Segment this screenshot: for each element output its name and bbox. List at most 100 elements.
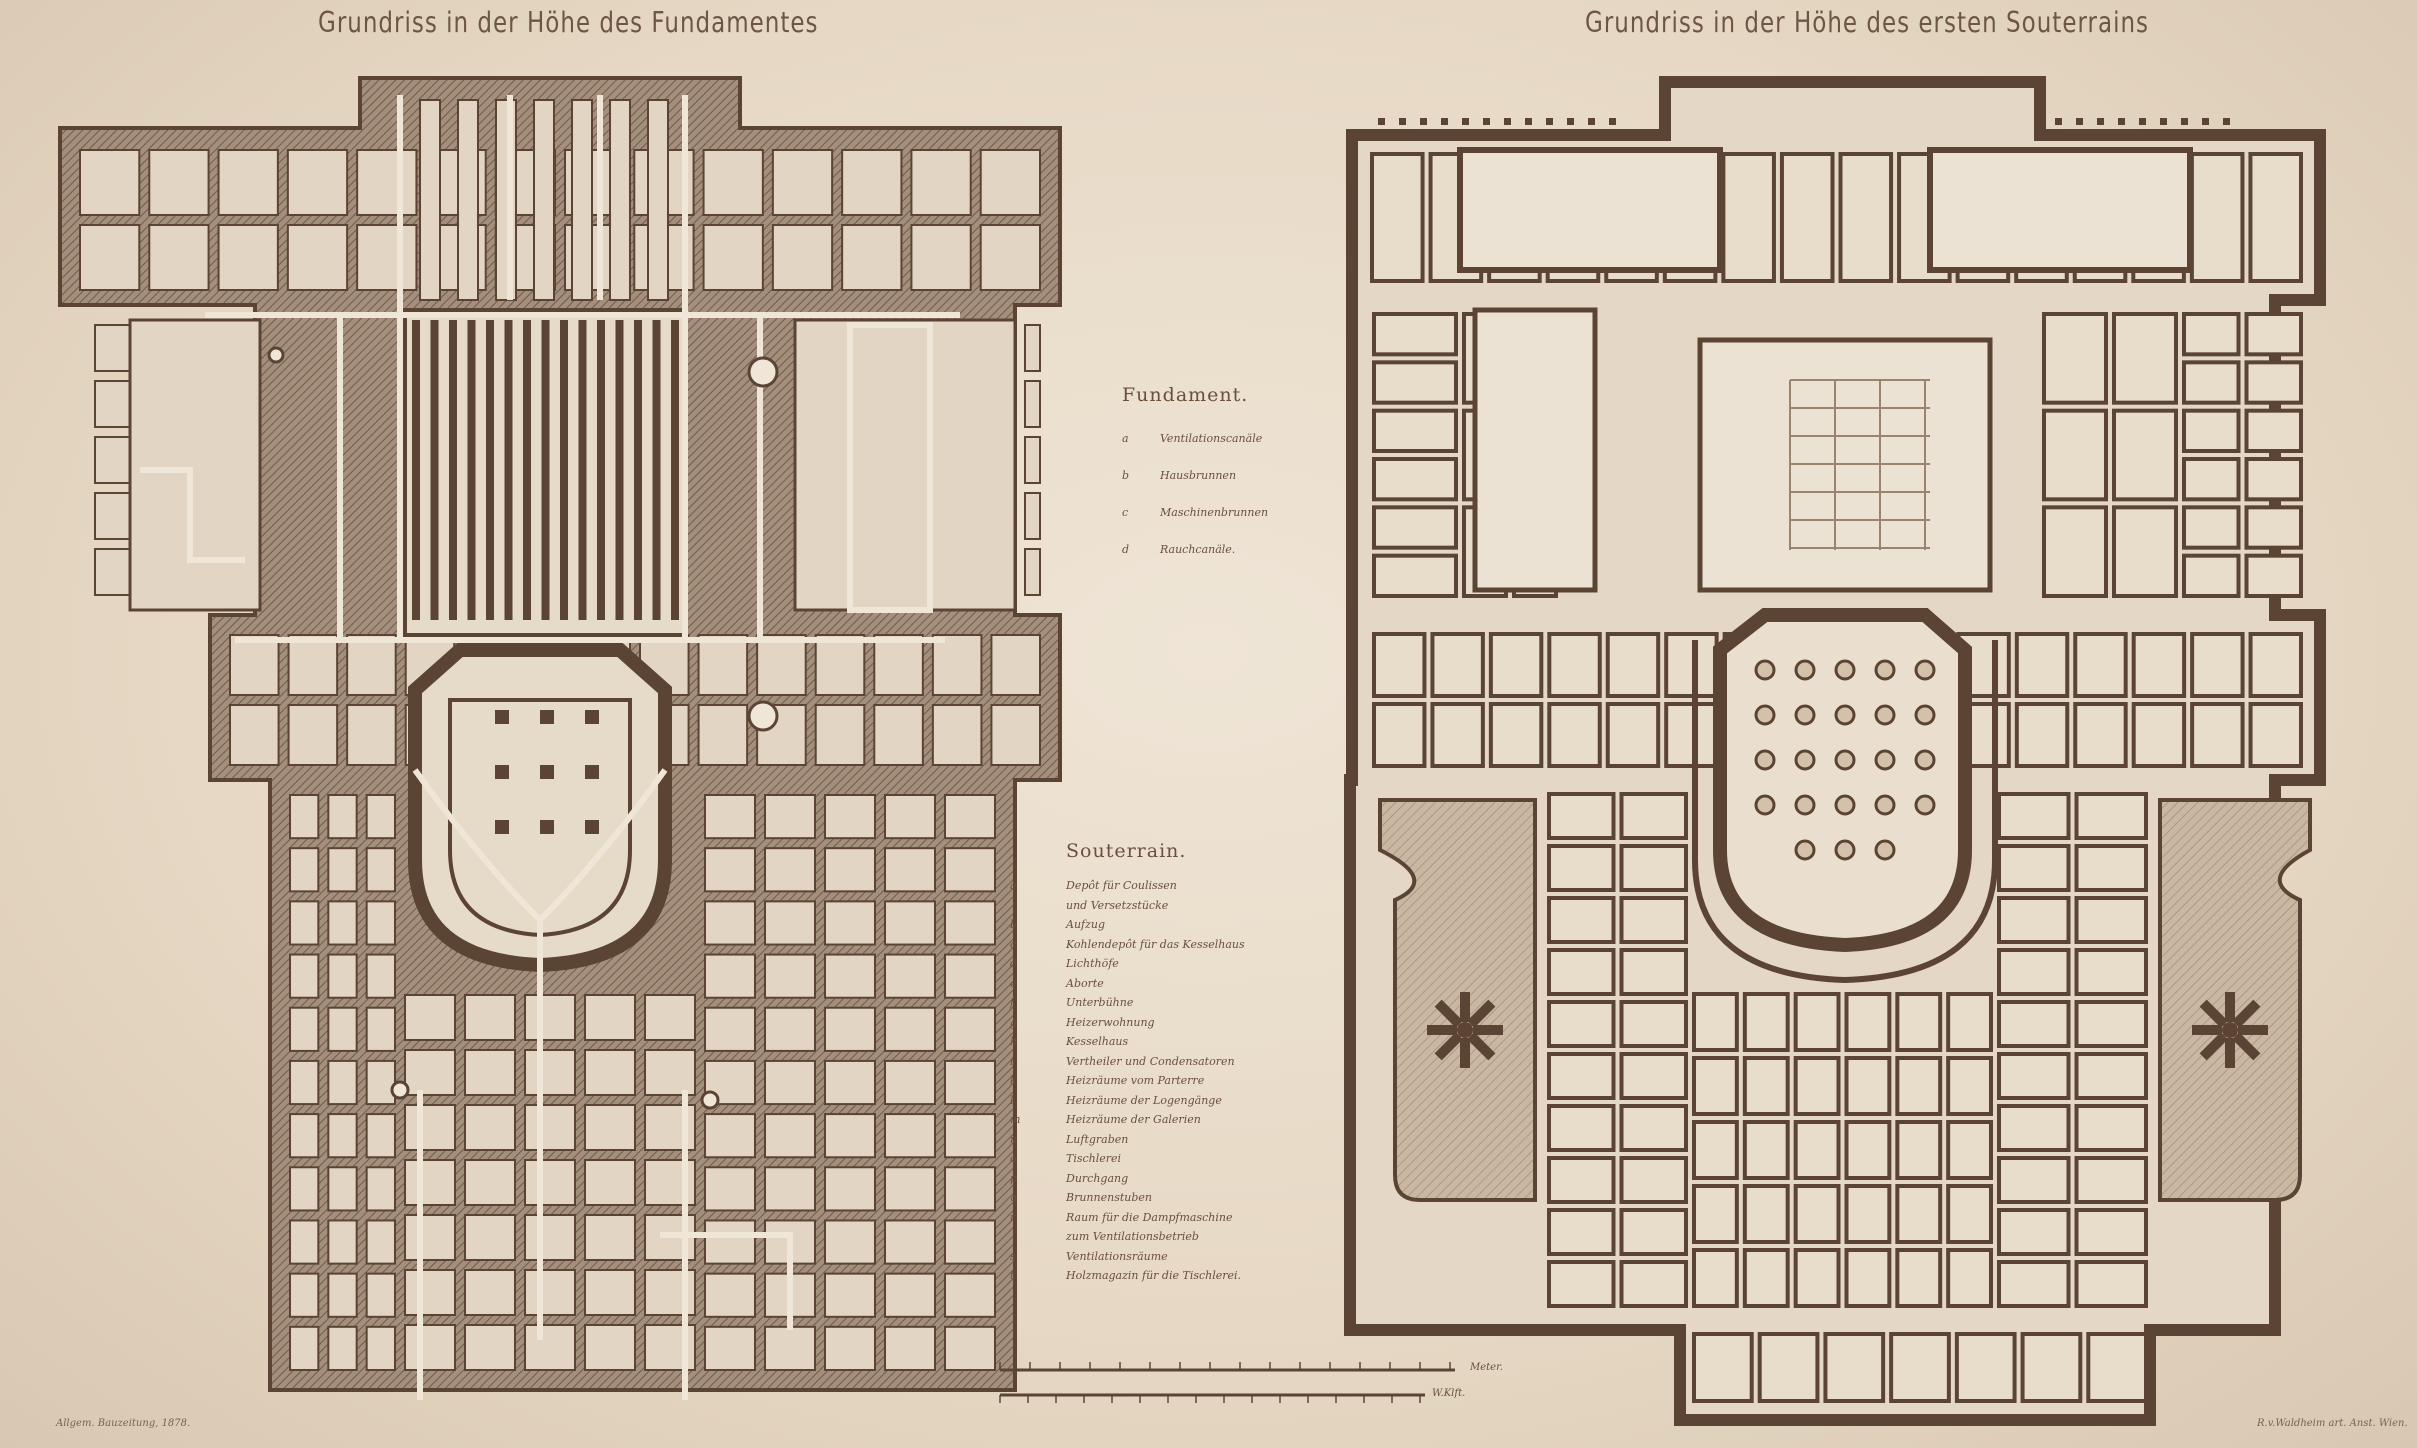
room xyxy=(365,953,396,999)
room xyxy=(2244,312,2303,357)
room xyxy=(2074,1156,2148,1204)
stage-pier xyxy=(597,320,605,620)
room xyxy=(584,1214,636,1261)
room xyxy=(2244,457,2303,502)
pier xyxy=(495,820,509,834)
room xyxy=(824,1166,876,1212)
pier xyxy=(540,710,554,724)
legend-fundament-item-text: Maschinenbrunnen xyxy=(1160,506,1269,519)
room xyxy=(229,634,280,696)
room xyxy=(404,1049,456,1096)
fence-post xyxy=(1609,118,1616,125)
room xyxy=(1664,632,1719,698)
room xyxy=(2112,312,2178,405)
room xyxy=(2182,408,2241,453)
wells xyxy=(267,346,779,1110)
room xyxy=(884,900,936,946)
room xyxy=(1793,1056,1841,1116)
room xyxy=(1547,1052,1616,1100)
stage-pier xyxy=(634,320,642,620)
room xyxy=(702,149,764,216)
room xyxy=(1946,992,1993,1052)
fence-post xyxy=(2055,118,2062,125)
room xyxy=(2042,312,2108,405)
room xyxy=(584,1104,636,1151)
room xyxy=(1844,1248,1892,1308)
column-base xyxy=(1834,704,1856,726)
stage-pier xyxy=(504,320,513,620)
room xyxy=(1488,702,1544,768)
room xyxy=(2074,948,2148,996)
legend-fundament-item-key: a xyxy=(1122,432,1129,445)
legend-souterrain-item: und Versetzstücke xyxy=(1010,896,1245,916)
room xyxy=(1844,1056,1892,1116)
room xyxy=(365,847,396,893)
room xyxy=(1692,1056,1739,1116)
room xyxy=(289,953,320,999)
room xyxy=(2182,505,2241,550)
room xyxy=(1997,896,2071,944)
room xyxy=(644,1049,696,1096)
legend-souterrain-item-text: Lichthöfe xyxy=(1066,957,1119,970)
room xyxy=(217,149,279,216)
column-base xyxy=(1794,704,1816,726)
room xyxy=(704,900,756,946)
room xyxy=(704,1113,756,1159)
column-base xyxy=(1874,659,1896,681)
room xyxy=(910,224,972,291)
room xyxy=(464,994,516,1041)
room xyxy=(2020,1332,2083,1403)
room xyxy=(1946,1248,1993,1308)
room xyxy=(814,704,866,766)
column-base xyxy=(1834,839,1856,861)
room xyxy=(1430,632,1485,698)
room xyxy=(524,1049,576,1096)
room xyxy=(79,224,141,291)
room xyxy=(289,847,320,893)
room xyxy=(404,1159,456,1206)
legend-souterrain-item-text: Kohlendepôt für das Kesselhaus xyxy=(1066,937,1245,951)
well-chamber-arm xyxy=(2199,1032,2228,1061)
room xyxy=(1895,1248,1943,1308)
room xyxy=(1997,948,2071,996)
room xyxy=(1619,792,1688,840)
well-chamber-arm xyxy=(2232,1032,2261,1061)
room xyxy=(944,1219,996,1265)
room xyxy=(404,994,456,1041)
room xyxy=(704,1272,756,1318)
legend-souterrain-item-text: Tischlerei xyxy=(1066,1152,1122,1165)
fence-post xyxy=(2139,118,2146,125)
legend-fundament-item-key: b xyxy=(1122,469,1130,482)
well-chamber xyxy=(1427,992,1503,1068)
room xyxy=(764,1166,816,1212)
room xyxy=(2073,702,2128,768)
well-chamber-arm xyxy=(2192,1025,2222,1035)
legend-souterrain-item-text: Kesselhaus xyxy=(1066,1035,1129,1048)
stage-bay xyxy=(419,99,441,301)
column-base xyxy=(1794,659,1816,681)
room xyxy=(365,1325,396,1372)
room xyxy=(764,1059,816,1106)
column-base xyxy=(1754,659,1776,681)
room xyxy=(931,634,983,696)
pier xyxy=(585,765,599,779)
room xyxy=(1692,1332,1754,1403)
room xyxy=(704,953,756,999)
souterrain-plan xyxy=(1344,76,2326,1426)
legend-souterrain-item-text: Heizräume der Logengänge xyxy=(1066,1093,1222,1107)
fundament-plan xyxy=(58,76,1062,1400)
room xyxy=(1823,1332,1886,1403)
column-base xyxy=(1874,794,1896,816)
room xyxy=(824,1006,876,1052)
room xyxy=(2014,702,2070,768)
well-chamber-arm xyxy=(1434,999,1463,1028)
room xyxy=(1547,1104,1616,1152)
